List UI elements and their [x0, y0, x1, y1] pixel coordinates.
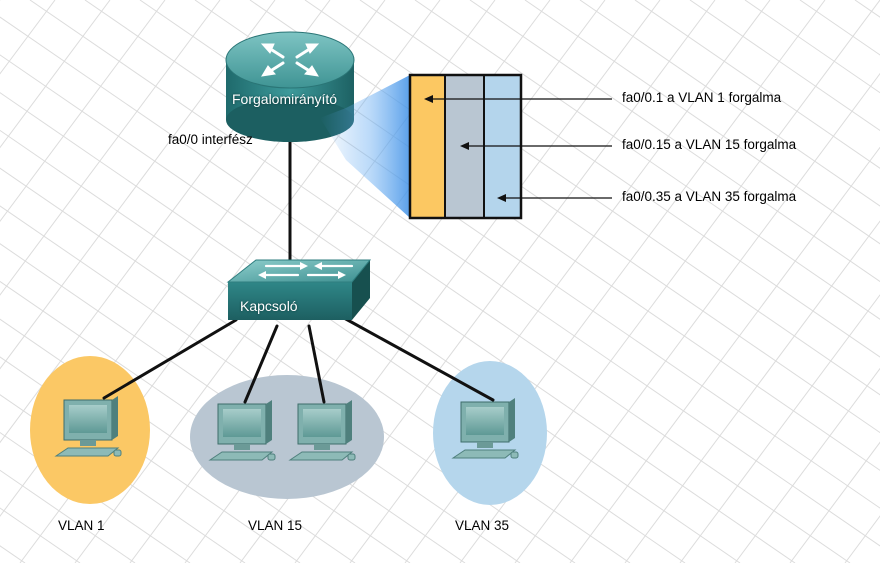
subinterface-label-vlan1: fa0/0.1 a VLAN 1 forgalma	[622, 90, 782, 105]
subinterface-beam	[320, 75, 410, 218]
router-icon[interactable]	[225, 31, 355, 142]
computer-icon[interactable]	[288, 400, 356, 461]
network-links	[102, 126, 495, 404]
vlan-15-label: VLAN 15	[248, 518, 303, 533]
switch-icon[interactable]	[226, 259, 372, 320]
router-interface-label: fa0/0 interfész	[168, 132, 253, 147]
router-label: Forgalomirányító	[232, 91, 338, 107]
switch-vlan35-link	[342, 316, 495, 402]
computer-icon[interactable]	[54, 396, 122, 457]
switch-vlan15-pc2-link	[307, 324, 326, 404]
subinterface-arrows	[424, 95, 612, 202]
switch-label: Kapcsoló	[240, 298, 298, 314]
subinterface-label-vlan35: fa0/0.35 a VLAN 35 forgalma	[622, 189, 797, 204]
computer-icon[interactable]	[208, 400, 276, 461]
switch-vlan1-link	[102, 318, 238, 400]
vlan-1-label: VLAN 1	[58, 518, 105, 533]
subinterface-bar-vlan1	[410, 75, 445, 218]
computer-icon[interactable]	[451, 398, 519, 459]
switch-vlan15-pc1-link	[243, 324, 279, 404]
computers	[54, 396, 519, 461]
vlan-35-label: VLAN 35	[455, 518, 510, 533]
subinterface-label-vlan15: fa0/0.15 a VLAN 15 forgalma	[622, 137, 797, 152]
